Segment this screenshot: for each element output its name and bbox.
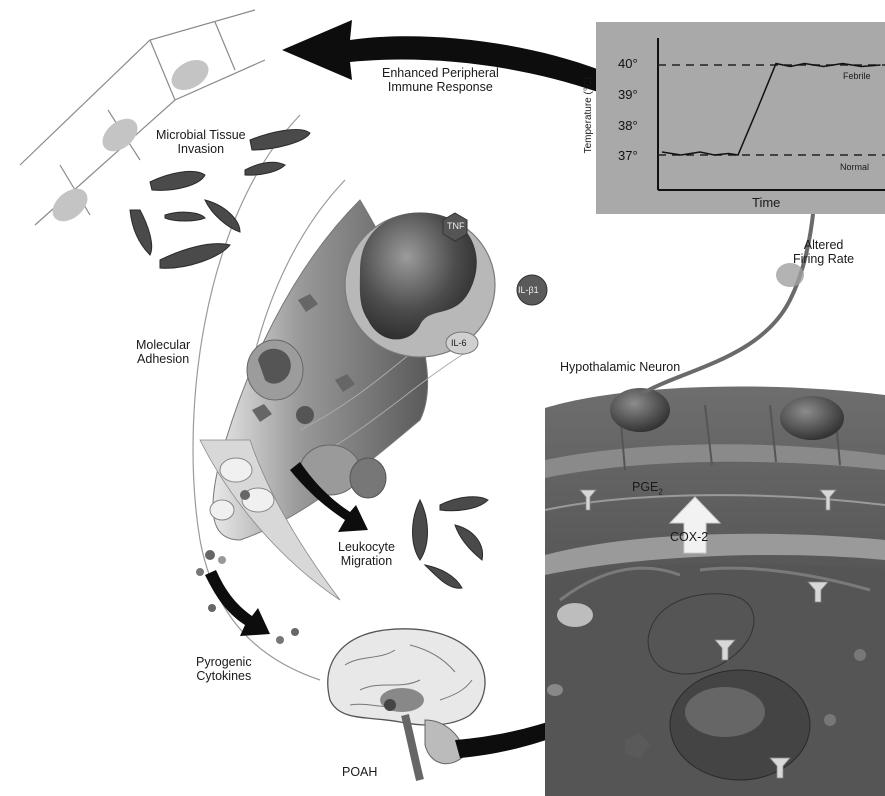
ytick-38: 38° [618,118,638,133]
il1b-label: IL-β1 [518,285,539,295]
temperature-graph [596,22,885,214]
ytick-40: 40° [618,56,638,71]
cytokine-release-arrow [196,550,299,644]
poah-label: POAH [342,765,377,779]
ytick-37: 37° [618,148,638,163]
epithelial-cells [20,10,265,228]
cox2-label: COX-2 [670,530,708,544]
y-axis-label: Temperature (°C) [584,60,594,170]
febrile-label: Febrile [843,71,871,81]
il6-label: IL-6 [451,338,467,348]
x-axis-label: Time [752,196,780,210]
normal-label: Normal [840,162,869,172]
bacteria-migration [413,497,489,589]
hypothalamic-neuron-label: Hypothalamic Neuron [560,360,680,374]
ytick-39: 39° [618,87,638,102]
tnf-label: TNF [447,221,465,231]
pge2-label: PGE2 [632,480,663,500]
